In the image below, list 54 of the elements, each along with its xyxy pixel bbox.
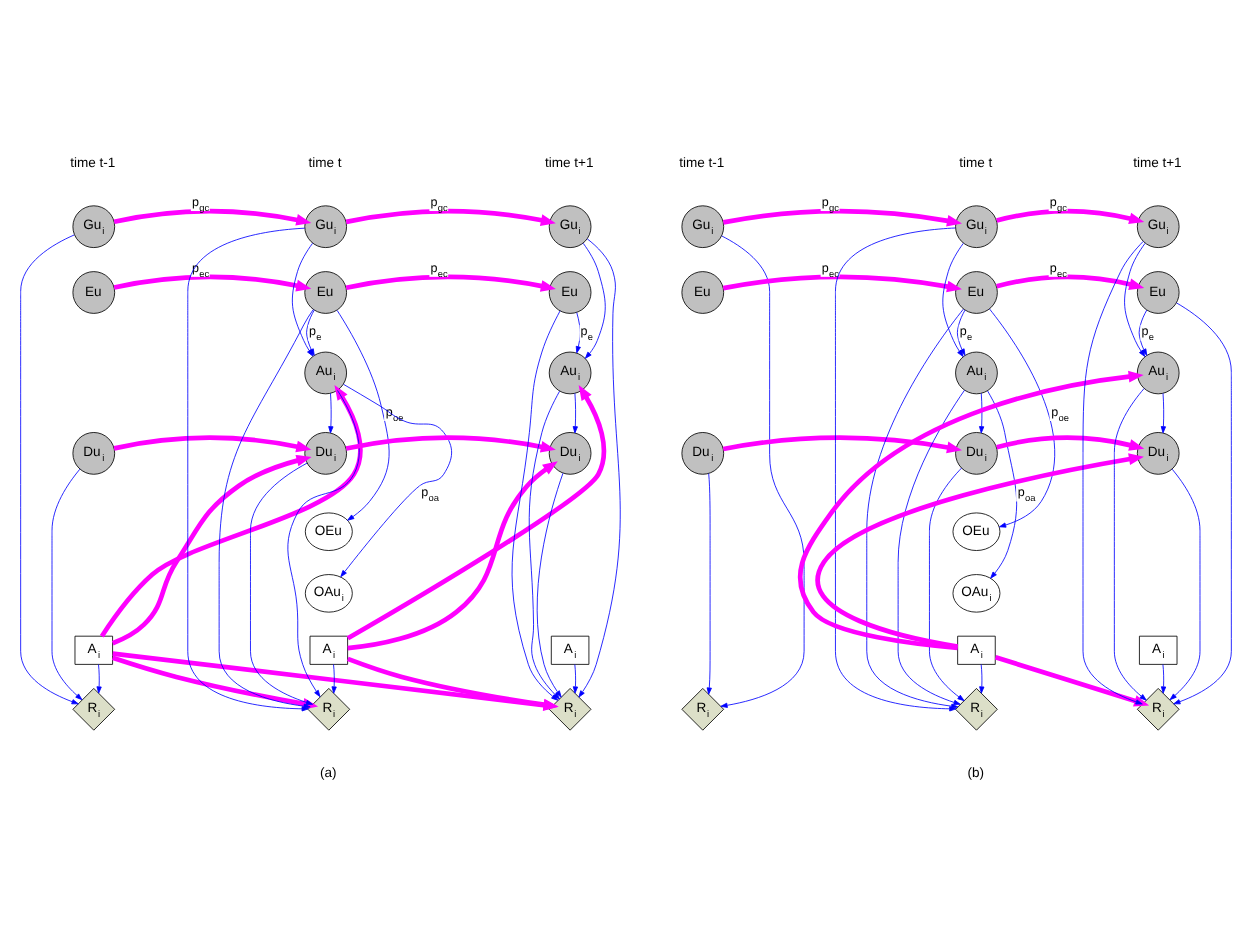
- arrow: [1160, 663, 1167, 693]
- arrow: [979, 663, 985, 693]
- arrow: [51, 467, 83, 700]
- arrow: [994, 654, 1150, 706]
- arrow: [815, 452, 1144, 648]
- arrow: [706, 472, 712, 694]
- arrow: [113, 207, 312, 225]
- arrow: [979, 391, 985, 433]
- arrow: [987, 389, 1018, 578]
- arrow: [347, 460, 558, 650]
- arrow: [99, 384, 363, 637]
- arrow: [929, 466, 965, 701]
- arrow: [575, 311, 581, 353]
- arrow: [942, 241, 964, 356]
- arrow: [536, 471, 564, 697]
- arrow: [1173, 301, 1232, 704]
- arrow: [1113, 387, 1147, 700]
- arrow: [345, 434, 556, 452]
- arrow: [1160, 391, 1166, 433]
- arrow: [1082, 239, 1144, 704]
- arrow: [1124, 241, 1146, 356]
- arrow: [722, 273, 962, 292]
- arrow: [897, 388, 965, 704]
- arrow: [797, 369, 1144, 650]
- arrow: [340, 382, 453, 577]
- arrow: [956, 308, 966, 355]
- arrow: [1138, 308, 1148, 355]
- arrow: [866, 307, 964, 708]
- arrow: [328, 391, 334, 433]
- arrow: [96, 663, 102, 693]
- arrow: [996, 434, 1145, 450]
- arrow: [336, 309, 390, 520]
- arrow: [1169, 467, 1201, 700]
- arrow: [346, 384, 607, 640]
- arrow: [996, 273, 1145, 289]
- arrow: [720, 234, 805, 707]
- arrow: [572, 391, 578, 433]
- arrow: [331, 663, 337, 693]
- arrow: [345, 273, 556, 291]
- arrow: [113, 434, 312, 452]
- arrow: [111, 654, 319, 709]
- arrow: [722, 207, 962, 226]
- arrow: [250, 461, 313, 704]
- arrow: [345, 207, 556, 225]
- arrow: [722, 434, 962, 453]
- arrow: [996, 207, 1145, 224]
- arrow: [113, 273, 312, 291]
- arrow: [582, 241, 606, 358]
- arrow: [287, 389, 360, 697]
- arrow: [572, 663, 579, 693]
- arrow: [111, 453, 312, 645]
- arrow: [835, 226, 957, 711]
- arrow: [20, 233, 79, 704]
- arrow: [989, 307, 1056, 527]
